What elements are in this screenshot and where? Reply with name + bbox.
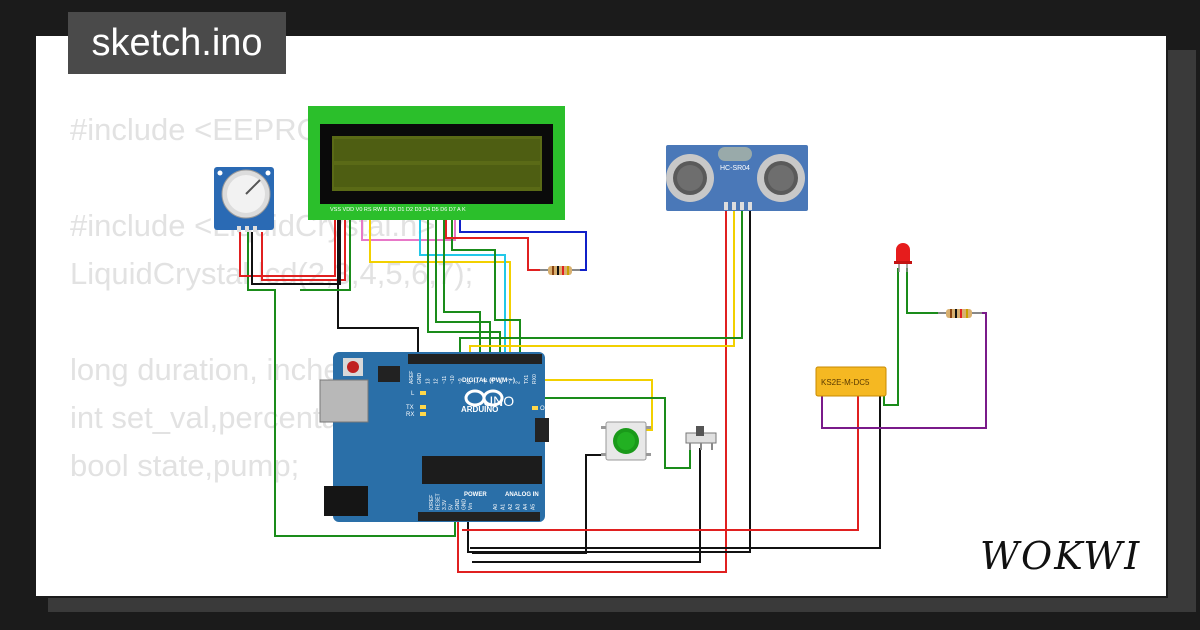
wire-purple (821, 312, 987, 429)
pin-label: TX1 (524, 375, 530, 384)
pin-label: 12 (434, 378, 440, 384)
filename-tab: sketch.ino (68, 12, 286, 74)
wokwi-logo: WOKWI (980, 534, 1141, 578)
pin-label: A0 (493, 504, 499, 510)
pin-label: 5V (449, 503, 455, 510)
wire-red (457, 208, 727, 573)
pin-label: 13 (425, 378, 431, 384)
wire-green (883, 268, 899, 406)
wire-green (451, 215, 521, 360)
pin-label: IOREF (429, 495, 435, 510)
tx-label: TX (406, 405, 414, 411)
lcd-display[interactable]: VSS VDD V0 RS RW E D0 D1 D2 D3 D4 D5 D6 … (308, 106, 565, 220)
wire-blue (459, 215, 587, 271)
wire-red (462, 395, 859, 531)
wire-green (906, 268, 944, 314)
pin-label: ~9 (458, 378, 464, 384)
pin-label: RESET (436, 493, 442, 510)
pin-label: GND (462, 499, 468, 511)
pin-label: A3 (516, 504, 522, 510)
led-red[interactable] (894, 243, 912, 272)
rx-label: RX (406, 412, 414, 418)
slide-switch[interactable] (685, 426, 717, 450)
on-label: ON (540, 406, 549, 412)
code-line: bool state,pump; (70, 448, 300, 483)
wire-black (472, 448, 701, 563)
ultrasonic-sensor[interactable]: HC-SR04 (666, 145, 808, 211)
pin-label: 3.3V (442, 499, 448, 510)
analog-label: ANALOG IN (505, 492, 539, 498)
pin-label: 7 (475, 381, 481, 384)
wire-black (470, 395, 881, 549)
ultrasonic-label: HC-SR04 (720, 165, 750, 172)
pin-label: AREF (409, 371, 415, 384)
lcd-pin-labels: VSS VDD V0 RS RW E D0 D1 D2 D3 D4 D5 D6 … (330, 207, 466, 213)
potentiometer[interactable] (214, 167, 274, 232)
relay[interactable]: KS2E-M-DC5 (815, 366, 887, 397)
wokwi-brand-text: WOKWI (980, 534, 1141, 578)
code-line: void setup() { (70, 586, 473, 596)
pin-label: Vin (468, 503, 474, 510)
pin-label: 4 (499, 381, 505, 384)
pin-label: GND (417, 373, 423, 385)
pin-label: ~5 (491, 378, 497, 384)
pin-label: ~10 (450, 375, 456, 384)
arduino-uno[interactable]: ARDUINO UNO DIGITAL (PWM ~) POWER ANALOG… (319, 352, 549, 522)
wire-black (467, 208, 751, 553)
wire-green (459, 208, 743, 360)
pin-label: ~6 (483, 378, 489, 384)
wire-green (300, 215, 351, 291)
wire-green (545, 397, 691, 469)
wire-black (472, 454, 610, 554)
arduino-brand: ARDUINO (461, 405, 498, 414)
resistor[interactable] (938, 309, 982, 318)
wire-pink (361, 215, 456, 241)
wire-green (443, 215, 481, 360)
pin-label: A4 (523, 504, 529, 510)
wire-red (261, 215, 346, 281)
wire-red (445, 215, 542, 271)
l-label: L (411, 391, 415, 397)
arduino-model: UNO (483, 393, 514, 409)
wire-cyan (419, 215, 506, 360)
pin-label: A5 (531, 504, 537, 510)
pin-label: 2 (516, 381, 522, 384)
pin-label: ~3 (507, 378, 513, 384)
pin-label: ~11 (442, 376, 448, 384)
digital-label: DIGITAL (PWM ~) (462, 377, 515, 384)
power-label: POWER (464, 492, 487, 498)
pin-label: GND (455, 499, 461, 511)
wire-black (251, 215, 341, 285)
wire-green (435, 215, 491, 360)
wire-yellow (540, 379, 653, 431)
relay-label: KS2E-M-DC5 (821, 378, 870, 387)
resistor[interactable] (540, 266, 580, 275)
wire-green (247, 232, 456, 537)
wire-yellow (369, 215, 511, 360)
pin-label: A2 (508, 504, 514, 510)
wire-red (239, 215, 336, 277)
pin-label: RX0 (532, 374, 538, 384)
pin-label: 8 (466, 381, 472, 384)
pin-label: A1 (501, 504, 507, 510)
push-button[interactable] (601, 421, 651, 461)
wire-black (337, 215, 419, 360)
